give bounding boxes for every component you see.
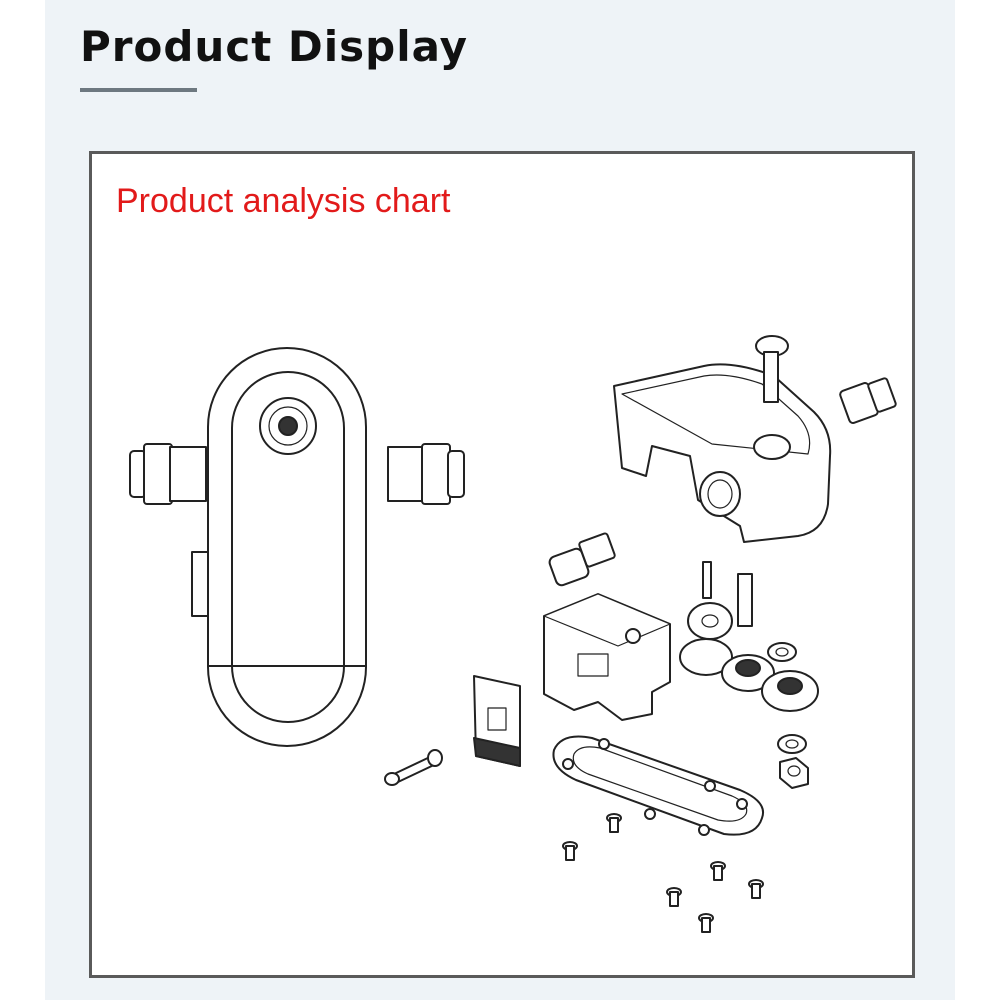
small-screw-head [384,772,400,786]
gasket-hole-4 [736,798,748,810]
gasket-hole-6 [698,824,710,836]
idler-wheel-hub [701,614,719,628]
push-fitting-top [839,377,897,424]
gasket-hole-2 [598,738,610,750]
pcb-board [473,675,521,767]
gasket-plate [552,735,764,836]
page-title: Product Display [80,22,469,71]
pcb-connector [473,737,521,767]
left-fitting-body [143,443,173,505]
screw [606,813,622,833]
housing-side-hole-inner [707,479,733,509]
gear-a [679,638,733,676]
bolt [755,335,789,403]
port-hole [278,416,298,436]
small-screw-washer [427,749,443,767]
assembled-unit [129,347,465,747]
gears [679,561,819,712]
gasket-inner [572,746,748,822]
fitting-top-thread [867,377,897,413]
bracket [543,593,671,721]
fitting-mid-thread [578,532,616,568]
gasket-hole-1 [562,758,574,770]
small-screw-left [384,749,443,786]
nut [779,757,809,789]
screw [698,913,714,933]
side-tab [191,551,209,617]
left-fitting-nut [169,446,207,502]
gear-c-hub [777,677,803,695]
housing [613,363,832,543]
gasket-hole-3 [704,780,716,792]
gear-pin [702,561,712,599]
washers [767,642,807,754]
right-fitting-body [421,443,451,505]
screws [562,813,764,933]
screw [710,861,726,881]
figure-frame: Product analysis chart [89,151,915,978]
right-fitting-cap [447,450,465,498]
housing-top-hole [753,434,791,460]
washer-bottom-hole [785,739,799,749]
right-fitting-nut [387,446,425,502]
nut-hole [787,765,801,777]
bracket-hole [625,628,641,644]
title-underline [80,88,197,92]
bracket-slot [577,653,609,677]
bolt-shaft [763,351,779,403]
washer-top-hole [775,647,789,657]
screw [562,841,578,861]
gear-b-hub [735,659,761,677]
screw [666,887,682,907]
housing-top-face [621,374,811,455]
figure-title: Product analysis chart [116,182,451,220]
exploded-view-drawing [129,335,897,933]
gear-shaft [737,573,753,627]
screw [748,879,764,899]
push-fitting-mid [548,532,616,587]
gasket-hole-5 [644,808,656,820]
pcb-chip [487,707,507,731]
assembled-body-inner [231,371,345,723]
